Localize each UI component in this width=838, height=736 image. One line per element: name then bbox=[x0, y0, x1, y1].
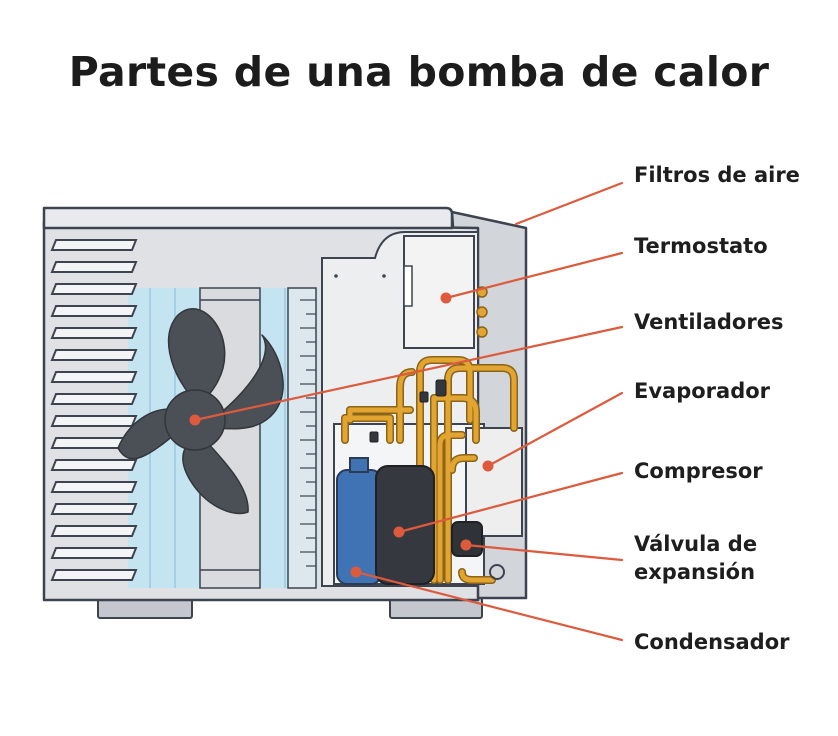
label-valvula-de-expansion: Válvula de expansión bbox=[634, 530, 757, 586]
leader-termostato bbox=[444, 251, 624, 300]
diagram-title: Partes de una bomba de calor bbox=[68, 48, 770, 96]
label-valvula-line-1: Válvula de bbox=[634, 532, 758, 556]
label-evaporador: Evaporador bbox=[634, 379, 771, 403]
expansion-valve bbox=[451, 521, 483, 557]
leader-dots bbox=[189, 292, 494, 578]
leader-lines bbox=[193, 181, 624, 642]
evaporator-panel bbox=[465, 427, 523, 537]
leader-evaporador bbox=[486, 391, 624, 468]
leader-condensador bbox=[354, 570, 624, 642]
leader-valvula bbox=[464, 543, 624, 562]
coil-gauge-strip bbox=[287, 287, 317, 589]
thermostat-slot bbox=[403, 265, 413, 307]
casing-top bbox=[42, 206, 454, 230]
fan-blade bbox=[182, 437, 249, 515]
label-valvula-line-2: expansión bbox=[634, 560, 756, 584]
label-filtros-de-aire: Filtros de aire bbox=[634, 163, 800, 187]
label-compresor: Compresor bbox=[634, 459, 763, 483]
pipe-fittings bbox=[369, 379, 505, 580]
label-termostato: Termostato bbox=[634, 234, 768, 258]
condenser-tank bbox=[336, 469, 382, 585]
thermostat-knobs bbox=[476, 286, 488, 338]
leader-filtros bbox=[514, 181, 624, 226]
label-ventiladores: Ventiladores bbox=[634, 310, 784, 334]
leader-ventiladores bbox=[193, 325, 624, 422]
fan-blade bbox=[167, 308, 226, 399]
label-condensador: Condensador bbox=[634, 630, 790, 654]
leader-compresor bbox=[397, 471, 624, 534]
thermostat-box bbox=[403, 235, 475, 349]
